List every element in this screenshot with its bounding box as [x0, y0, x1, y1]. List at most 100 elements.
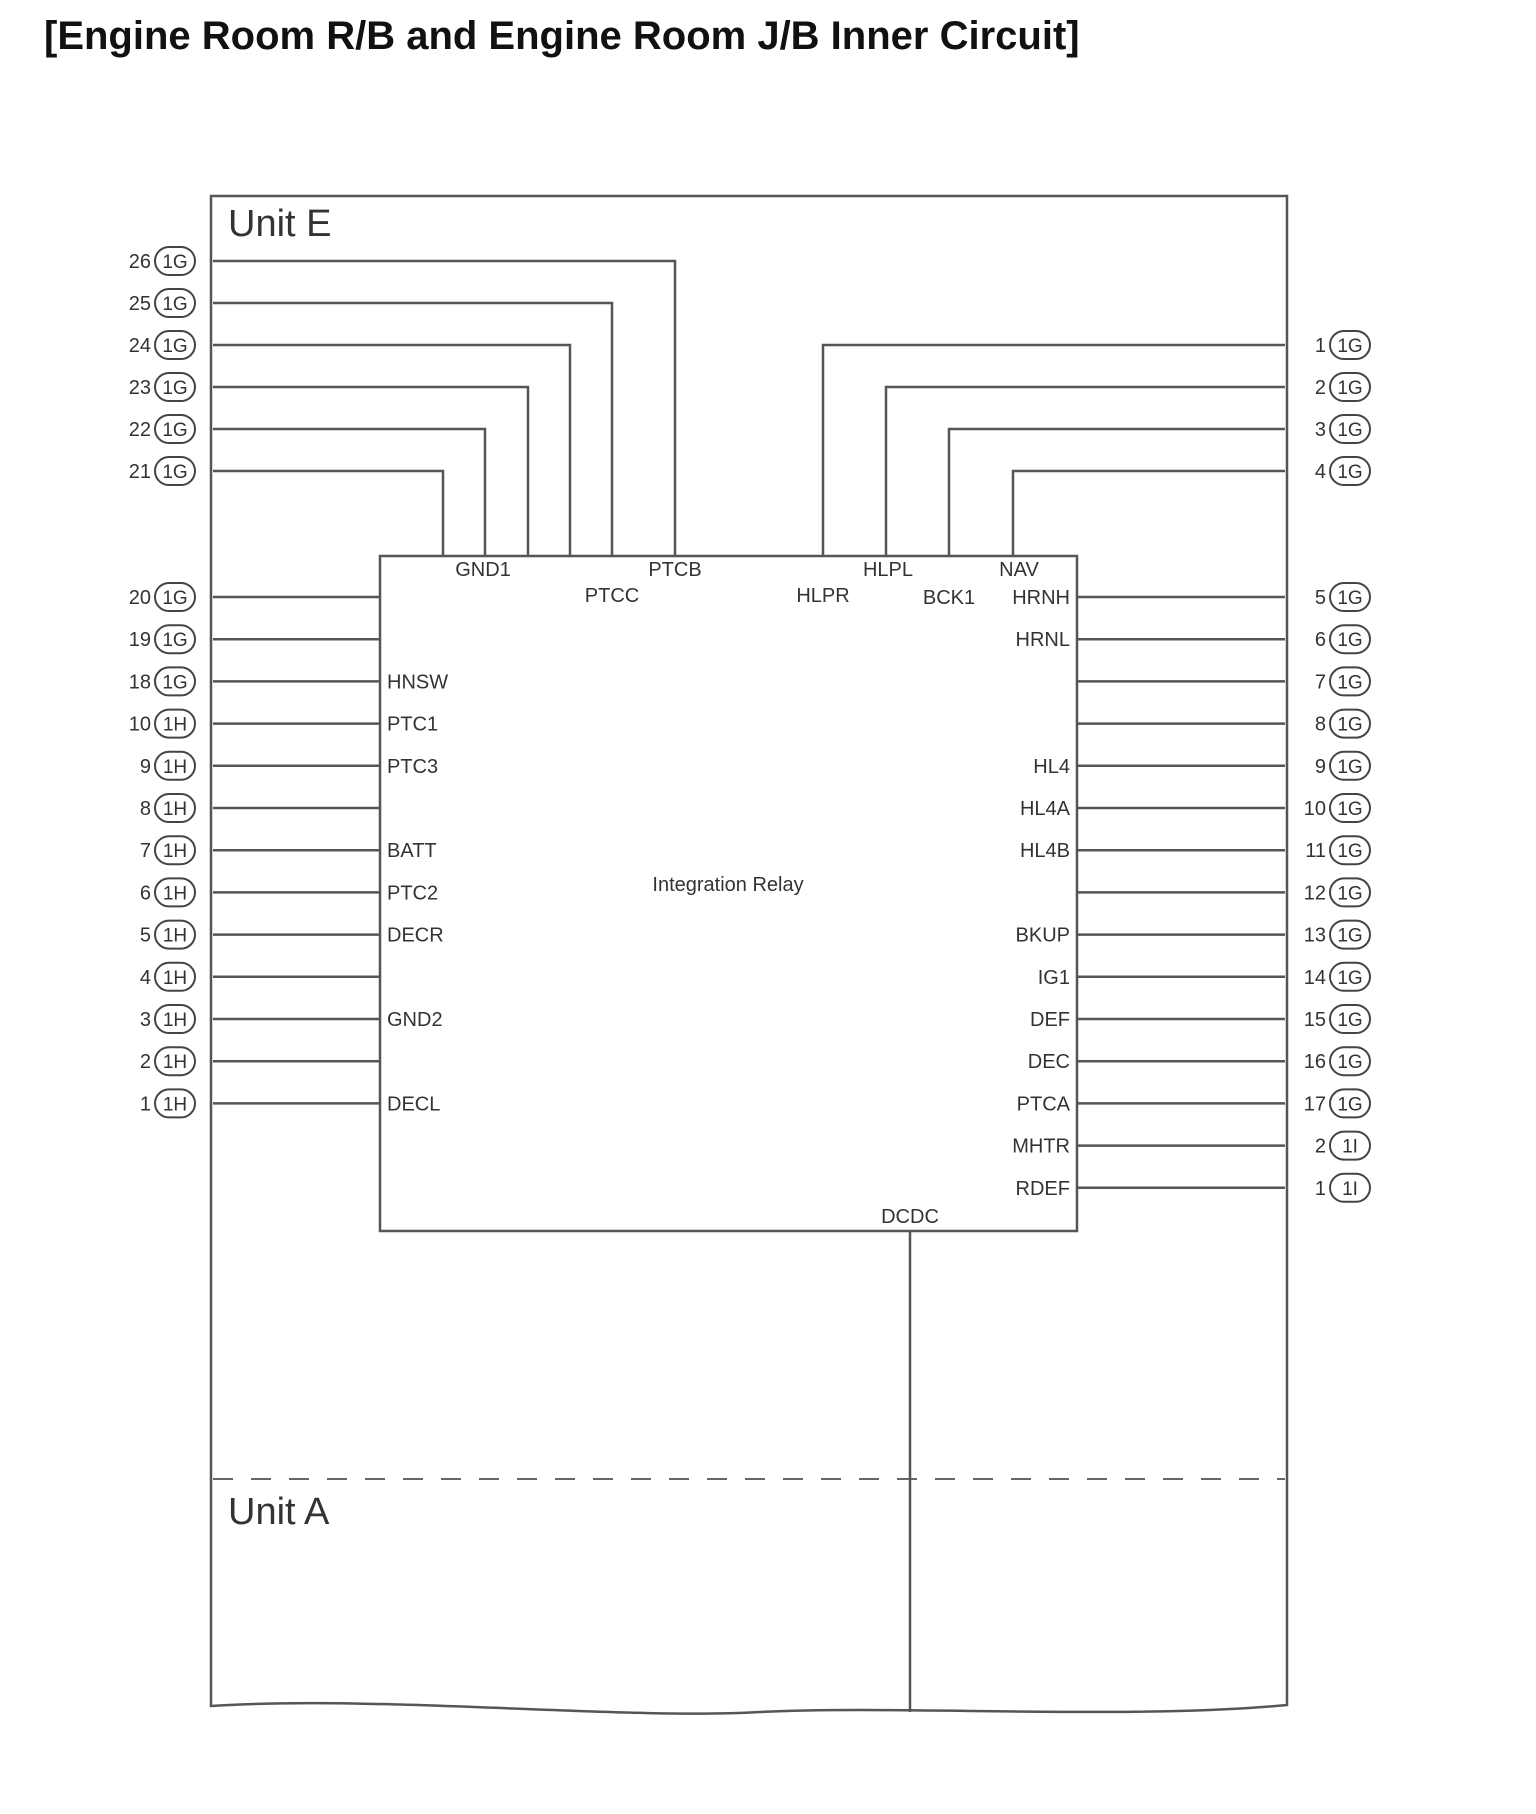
connector-1h-pin-9: 1H9 — [140, 750, 196, 781]
wire-top-left-21 — [213, 469, 445, 556]
relay-pin-label-hl4a: HL4A — [1020, 798, 1071, 820]
connector-code: 1G — [1337, 1010, 1362, 1031]
connector-badge — [1329, 708, 1371, 739]
pin-number: 23 — [129, 377, 151, 399]
connector-badge — [1329, 1172, 1371, 1203]
connector-code: 1G — [1337, 715, 1362, 736]
connector-code: 1G — [162, 630, 187, 651]
connector-code: 1G — [1337, 799, 1362, 820]
pin-number: 12 — [1304, 882, 1326, 904]
connector-code: 1G — [1337, 378, 1362, 399]
connector-code: 1G — [1337, 968, 1362, 989]
relay-pin-label-hrnh: HRNH — [1012, 587, 1070, 609]
relay-pin-label-gnd1: GND1 — [455, 559, 511, 581]
connector-code: 1G — [162, 588, 187, 609]
pin-number: 9 — [140, 756, 151, 778]
connector-code: 1G — [1337, 336, 1362, 357]
pin-number: 11 — [1305, 840, 1326, 862]
relay-pin-label-bkup: BKUP — [1016, 925, 1070, 947]
pin-number: 7 — [140, 840, 151, 862]
connector-badge — [154, 961, 196, 992]
connector-1h-pin-1: 1H1 — [140, 1088, 196, 1119]
pin-number: 3 — [1315, 419, 1326, 441]
connector-code: 1G — [1337, 630, 1362, 651]
connector-badge — [1329, 414, 1371, 444]
connector-badge — [1329, 1004, 1371, 1034]
connector-badge — [1329, 961, 1371, 992]
connector-badge — [154, 1046, 196, 1077]
wire-top-left-25 — [213, 301, 614, 556]
pin-number: 5 — [1315, 587, 1326, 609]
relay-pin-label-batt: BATT — [387, 840, 437, 862]
pin-number: 2 — [1315, 377, 1326, 399]
connector-badge — [154, 246, 196, 276]
connector-code: 1G — [162, 336, 187, 357]
connector-badge — [1329, 1088, 1371, 1119]
wire-top-right-1 — [821, 343, 1285, 556]
unit-outline — [209, 194, 1289, 1715]
relay-pin-label-gnd2: GND2 — [387, 1009, 443, 1031]
pin-number: 19 — [129, 629, 151, 651]
connector-code: 1G — [1337, 1094, 1362, 1115]
page-title: [Engine Room R/B and Engine Room J/B Inn… — [44, 14, 1080, 58]
connector-badge — [1329, 624, 1371, 655]
pin-number: 26 — [129, 251, 151, 273]
connector-code: 1G — [162, 672, 187, 693]
relay-pin-label-rdef: RDEF — [1016, 1178, 1070, 1200]
connector-code: 1G — [1337, 672, 1362, 693]
connector-code: 1H — [163, 883, 187, 904]
connector-1h-pin-2: 1H2 — [140, 1046, 196, 1077]
relay-pin-label-def: DEF — [1030, 1009, 1070, 1031]
connector-code: 1G — [162, 294, 187, 315]
wire-top-right-3 — [947, 427, 1285, 556]
connector-code: 1I — [1342, 1179, 1358, 1200]
connector-1h-pin-5: 1H5 — [140, 919, 196, 950]
pin-number: 8 — [140, 798, 151, 820]
connector-code: 1G — [1337, 420, 1362, 441]
connector-code: 1G — [162, 378, 187, 399]
connector-badge — [154, 330, 196, 360]
relay-pin-label-decl: DECL — [387, 1093, 440, 1115]
pin-number: 22 — [129, 419, 151, 441]
connector-code: 1G — [1337, 588, 1362, 609]
connector-1g-pin-14: 1G 14 — [1304, 961, 1371, 992]
connector-code: 1H — [163, 968, 187, 989]
connector-code: 1G — [162, 252, 187, 273]
wire-top-left-26 — [213, 259, 677, 556]
connector-1g-pin-26: 1G 26 — [129, 246, 196, 276]
connector-badge — [154, 582, 196, 612]
pin-number: 16 — [1304, 1051, 1326, 1073]
relay-pin-label-dec: DEC — [1028, 1051, 1070, 1073]
pin-number: 4 — [140, 967, 151, 989]
connector-badge — [154, 372, 196, 402]
connector-badge — [1329, 456, 1371, 486]
pin-number: 4 — [1315, 461, 1326, 483]
connector-badge — [1329, 919, 1371, 950]
relay-pin-label-ptc1: PTC1 — [387, 714, 438, 736]
connector-code: 1H — [163, 715, 187, 736]
pin-number: 6 — [1315, 629, 1326, 651]
pin-number: 14 — [1304, 967, 1326, 989]
relay-pin-label-hl4: HL4 — [1033, 756, 1070, 778]
connector-badge — [154, 793, 196, 823]
relay-pin-label-hrnl: HRNL — [1016, 629, 1070, 651]
connector-1g-pin-9: 1G9 — [1315, 750, 1371, 781]
pin-number: 3 — [140, 1009, 151, 1031]
connector-badge — [1329, 750, 1371, 781]
connector-1h-pin-7: 1H7 — [140, 835, 196, 866]
pin-number: 7 — [1315, 671, 1326, 693]
connector-1g-pin-2: 1G 2 — [1315, 372, 1371, 402]
connector-code: 1G — [1337, 841, 1362, 862]
relay-pin-label-nav: NAV — [999, 559, 1039, 581]
connector-badge — [1329, 372, 1371, 402]
connector-1g-pin-11: 1G 11 — [1305, 835, 1371, 866]
relay-pin-label-decr: DECR — [387, 925, 444, 947]
wire-top-right-2 — [884, 385, 1285, 556]
connector-1h-pin-8: 1H8 — [140, 793, 196, 823]
